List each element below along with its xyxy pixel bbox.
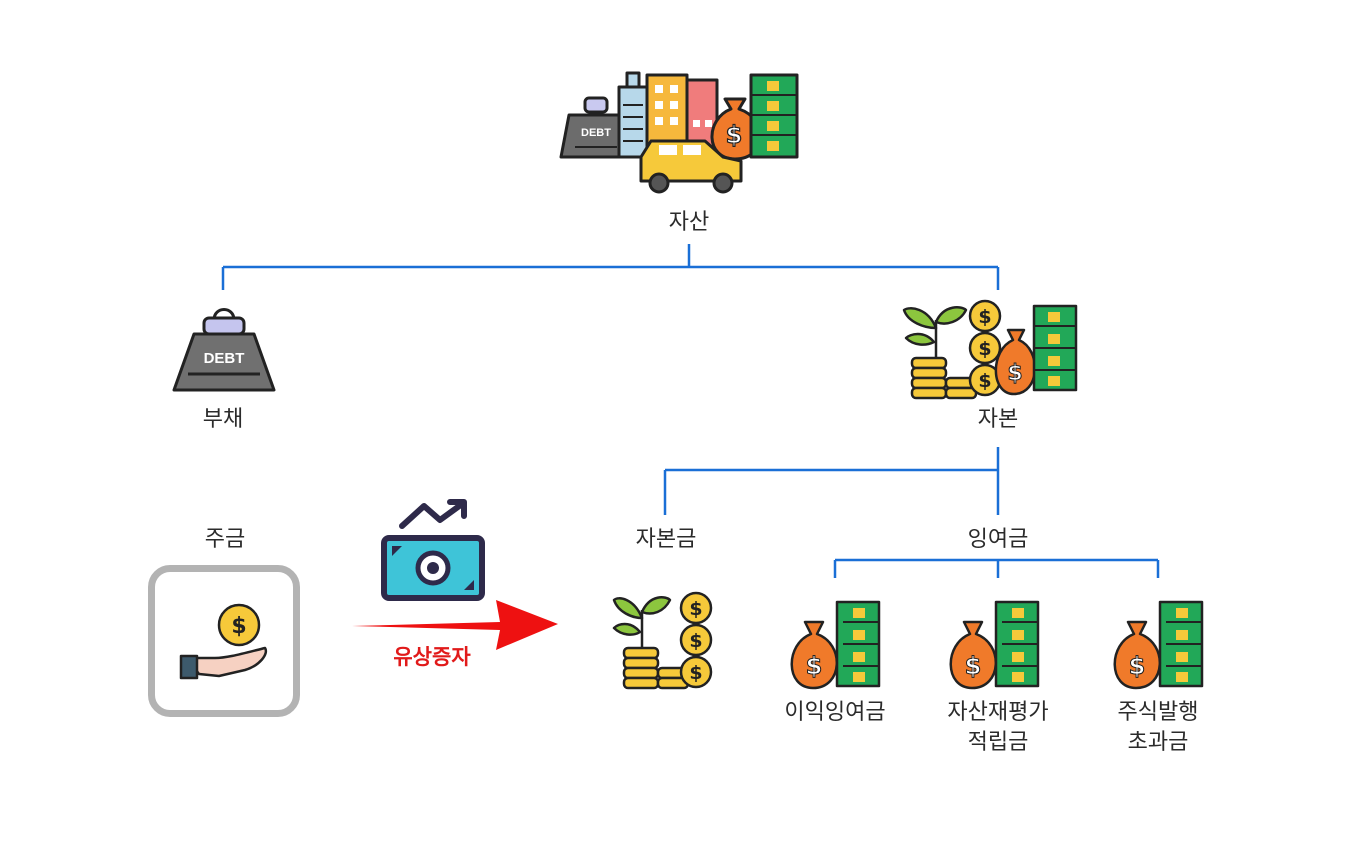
svg-text:$: $: [726, 121, 743, 149]
revaluation-surplus-label-line1: 자산재평가: [947, 700, 1049, 725]
liabilities-label: 부채: [202, 407, 244, 432]
svg-text:$: $: [978, 370, 991, 392]
svg-text:$: $: [689, 598, 702, 620]
share-premium-label-line2: 초과금: [1127, 730, 1189, 755]
equity-icon: $ $ $ $: [900, 298, 1084, 400]
assets-label: 자산: [668, 210, 710, 235]
debt-weight-text: DEBT: [204, 350, 245, 367]
svg-text:$: $: [806, 652, 823, 680]
retained-earnings-label: 이익잉여금: [784, 700, 886, 725]
revaluation-surplus-icon: $: [946, 598, 1044, 690]
share-premium-icon: $: [1110, 598, 1208, 690]
money-growth-icon: [380, 498, 488, 606]
debt-weight-icon: DEBT: [170, 300, 278, 396]
surplus-label: 잉여금: [967, 527, 1029, 552]
revaluation-surplus-label-line2: 적립금: [967, 730, 1029, 755]
assets-icon: DEBT $: [555, 65, 805, 195]
share-premium-label: 주식발행 초과금: [1118, 698, 1199, 758]
svg-text:$: $: [689, 662, 702, 684]
hand-coin-icon: $: [179, 603, 268, 680]
stock-payment-frame: $: [148, 565, 300, 717]
svg-text:$: $: [231, 614, 246, 639]
capital-stock-label: 자본금: [635, 527, 697, 552]
assets-icon-debt-text: DEBT: [581, 127, 611, 139]
equity-label: 자본: [977, 407, 1019, 432]
svg-text:$: $: [978, 338, 991, 360]
share-premium-label-line1: 주식발행: [1117, 700, 1199, 725]
svg-text:$: $: [1007, 361, 1022, 386]
capital-stock-icon: $ $ $: [612, 588, 720, 692]
svg-text:$: $: [1129, 652, 1146, 680]
svg-text:$: $: [689, 630, 702, 652]
paid-in-capital-increase-label: 유상증자: [393, 645, 471, 669]
revaluation-surplus-label: 자산재평가 적립금: [947, 698, 1048, 758]
svg-text:$: $: [965, 652, 982, 680]
capital-increase-arrow: [352, 600, 558, 650]
stock-payment-label: 주금: [204, 527, 246, 552]
retained-earnings-icon: $: [787, 598, 885, 690]
svg-text:$: $: [978, 306, 991, 328]
